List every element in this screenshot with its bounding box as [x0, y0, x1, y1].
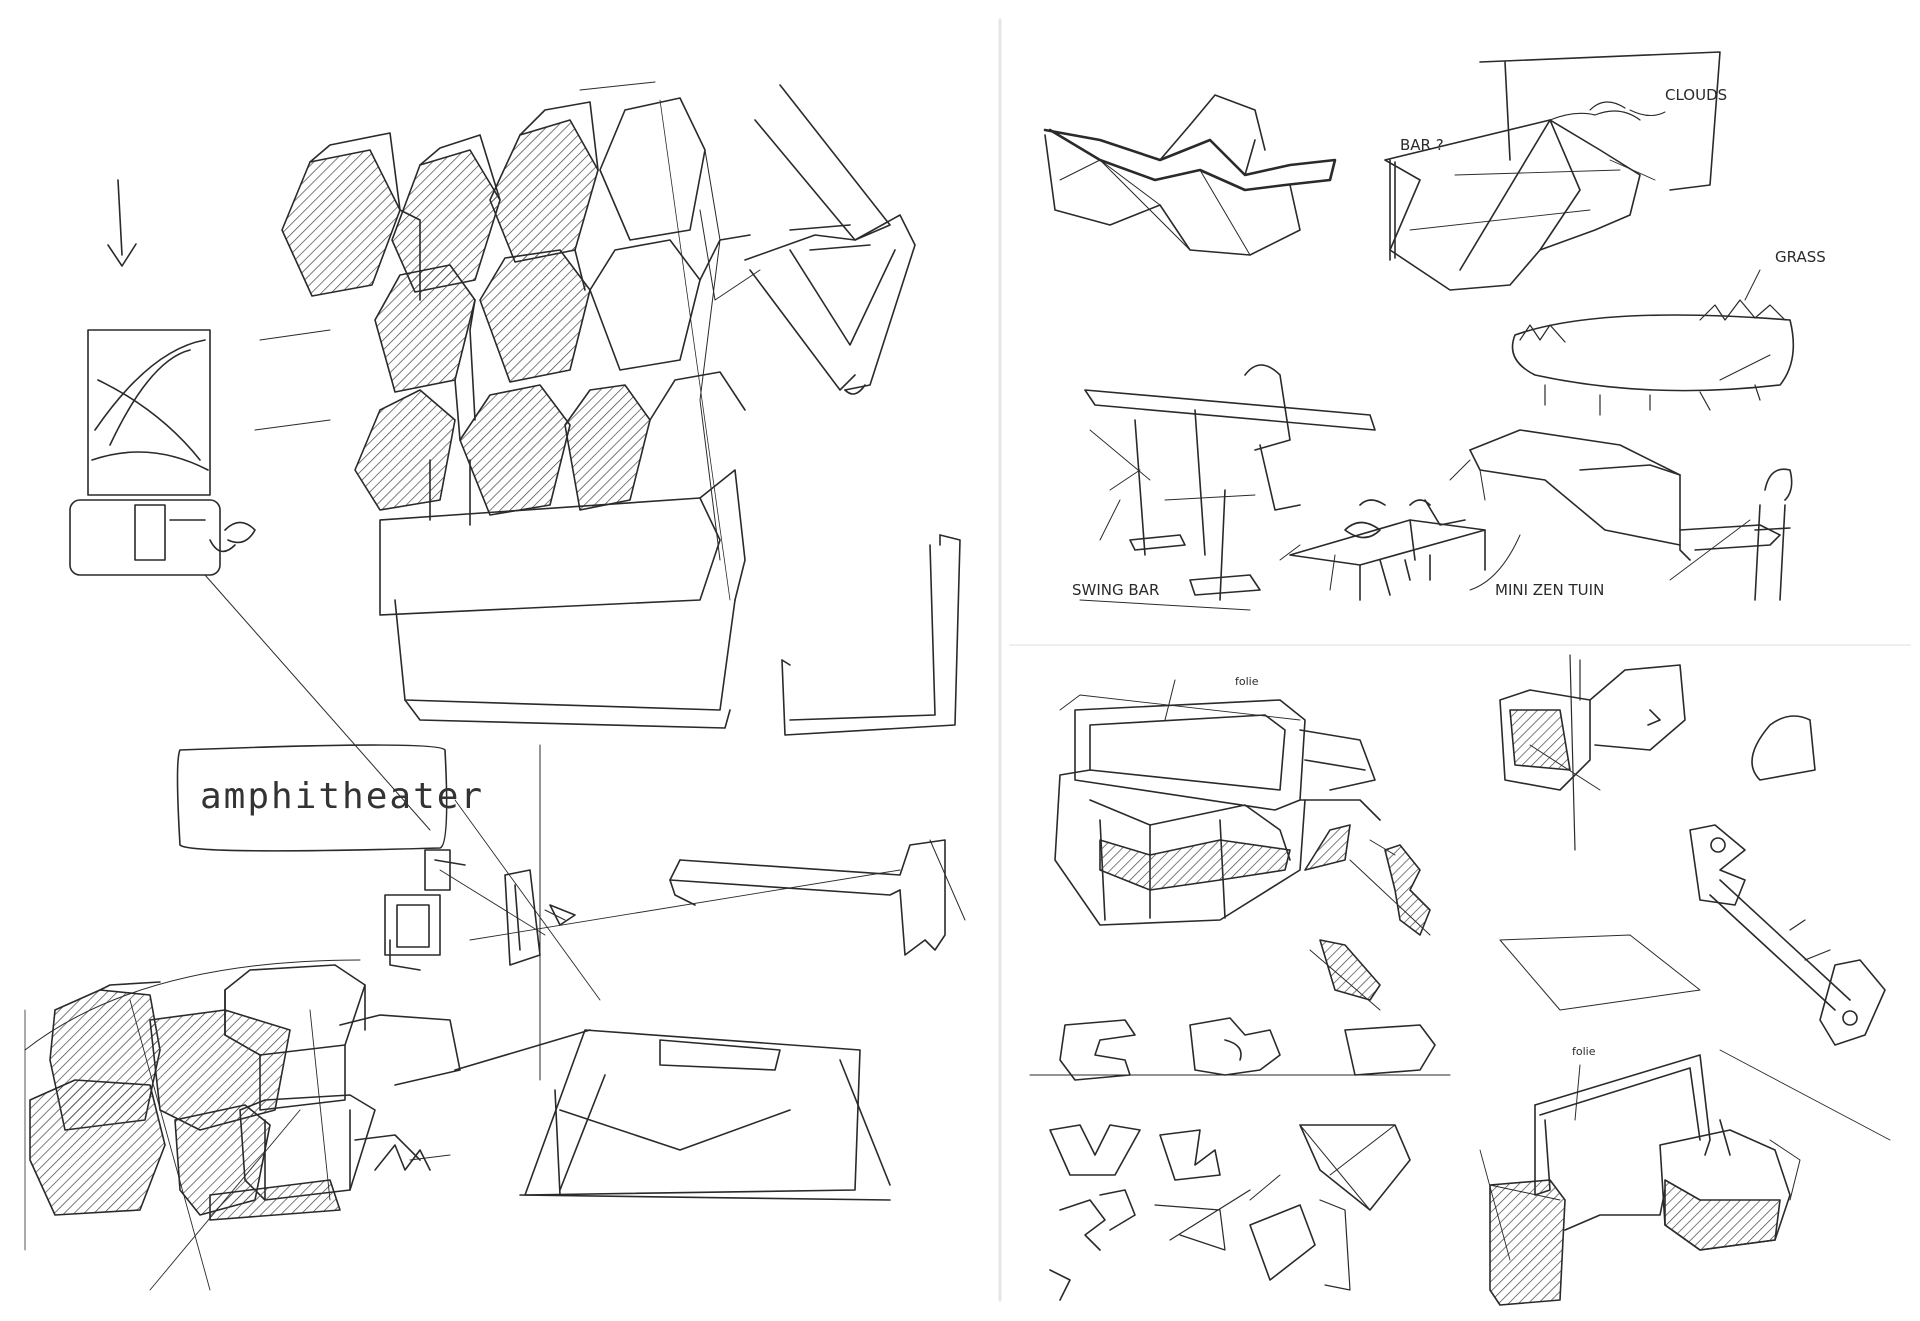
beam-profile-sketch	[469, 839, 966, 956]
grass-label: GRASS	[1775, 248, 1826, 266]
folie-tubs-sketch	[1479, 1049, 1891, 1306]
bracket-sketch	[781, 534, 961, 736]
zigzag-roof-bar-sketch	[1043, 94, 1337, 256]
mini-zen-tuin-sketch	[1279, 499, 1521, 601]
grass-table-sketch	[1511, 269, 1795, 416]
clouds-bar-sketch	[1384, 51, 1721, 291]
pavilion-frame-sketch	[69, 329, 256, 576]
folie-pavilion-sketch	[1054, 679, 1396, 926]
hatched-fragments-sketch	[1309, 844, 1431, 1011]
swing-bar-label: SWING BAR	[1072, 581, 1159, 599]
hexagon-cluster-sketch	[24, 959, 461, 1291]
chain-link-sketch	[1499, 824, 1886, 1046]
ramp-trapezoid-sketch	[454, 1029, 891, 1201]
folie-label-bottom: folie	[1572, 1045, 1596, 1058]
amphitheater-hexagon-sketch	[254, 81, 761, 729]
shape-study-lower-sketch	[1049, 1124, 1411, 1301]
shape-study-row-sketch	[1029, 1017, 1451, 1081]
arrow-sketch	[107, 179, 137, 267]
clouds-label: CLOUDS	[1665, 86, 1727, 104]
amphitheater-label: amphitheater	[200, 776, 484, 817]
folie-label-top: folie	[1235, 675, 1259, 688]
amphitheater-label-bubble	[176, 574, 448, 852]
folded-shelf-sketch	[744, 84, 916, 395]
cube-seat-sketch	[1499, 654, 1816, 851]
bar-label: BAR ?	[1400, 136, 1444, 154]
elevated-deck-figure-sketch	[1449, 429, 1793, 601]
swing-bar-sketch	[1079, 364, 1376, 611]
detail-glyph-sketches	[384, 744, 601, 1081]
mini-zen-tuin-label: MINI ZEN TUIN	[1495, 581, 1604, 599]
